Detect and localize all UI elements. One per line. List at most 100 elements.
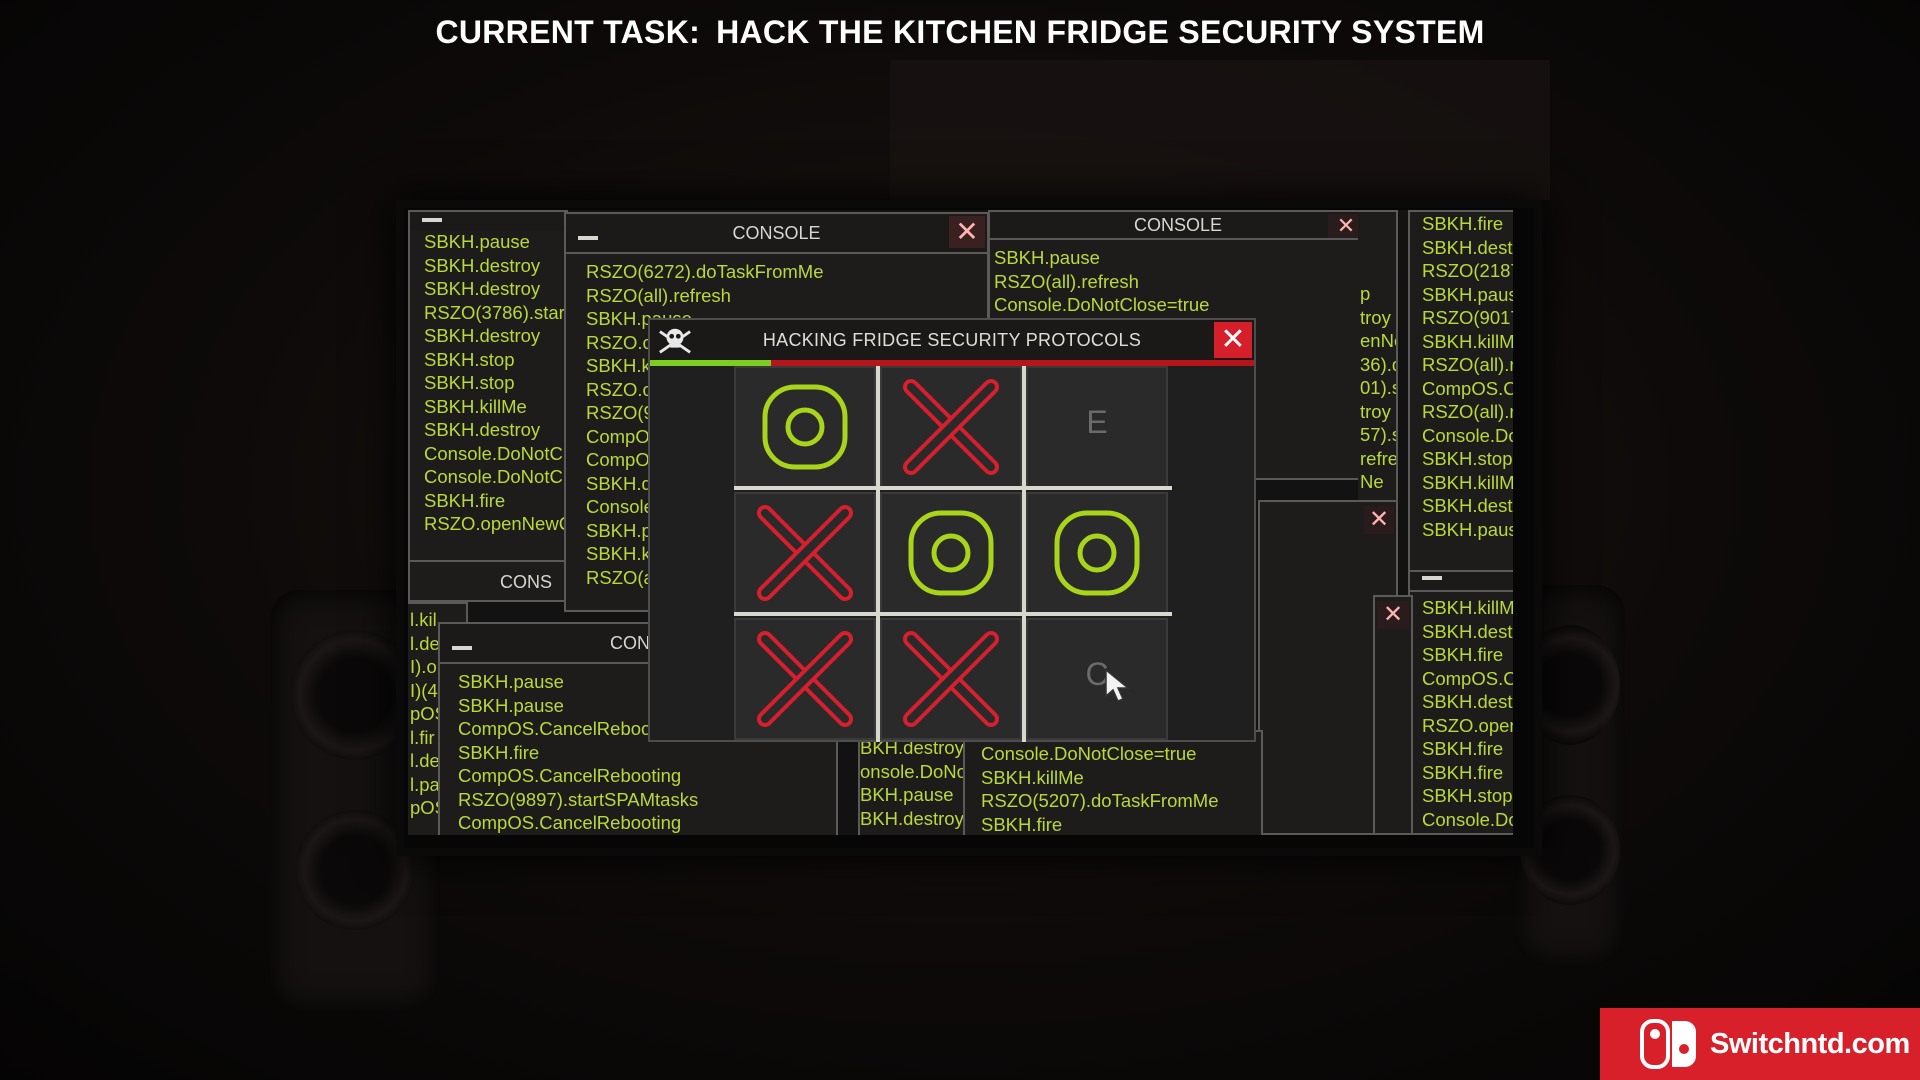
console-window-far-right[interactable]: SBKH.fireSBKH.destroyRSZO(2187)SBKH.paus… [1408,210,1513,580]
console-titlebar [410,212,566,230]
cell-letter: E [1086,404,1108,440]
site-watermark: Switchntd.com [1600,1008,1920,1080]
watermark-text: Switchntd.com [1710,1028,1910,1060]
console-line: CompOS.CancelRebooting [458,718,682,739]
console-line: SBKH.pause [1422,283,1513,305]
console-line: RSZO(6272).doTaskFromMe [586,261,824,282]
current-task-banner: CURRENT TASK:HACK THE KITCHEN FRIDGE SEC… [0,14,1920,51]
console-line: SBKH.pause [994,247,1100,268]
board-cell-r0c2[interactable]: E [1026,366,1168,488]
switch-logo-icon [1640,1019,1696,1069]
console-line: Console.DoNotClose [424,442,567,464]
console-window-far-right-lower[interactable]: SBKH.killMeSBKH.destroySBKH.fireCompOS.C… [1408,570,1513,835]
console-line: RSZO(all).refresh [994,270,1139,292]
console-line: SBKH.stop [424,348,515,370]
console-line: SBKH.fire [1422,644,1504,665]
console-titlebar: CONSOLE ✕ [566,214,987,254]
board-cell-r0c0[interactable] [734,366,876,488]
x-mark-icon [903,379,999,475]
console-line: BKH.pause [860,784,954,805]
x-mark-icon [757,631,853,727]
close-button[interactable]: ✕ [1377,601,1409,629]
console-line: Ne [1360,471,1384,492]
board-cell-r0c1[interactable] [880,366,1022,488]
console-line: SBKH.destroy [1422,236,1513,258]
x-mark-icon [903,631,999,727]
board-cell-r2c2[interactable]: C [1026,618,1168,740]
hacking-titlebar: HACKING FRIDGE SECURITY PROTOCOLS ✕ [650,320,1254,360]
board-cell-r1c1[interactable] [880,492,1022,614]
console-line: SBKH.destroy [1422,620,1513,642]
board-cell-r2c1[interactable] [880,618,1022,740]
console-line: RSZO(9 [586,402,654,423]
console-line: SBKH.stop [424,372,515,393]
cell-letter: C [1085,656,1109,692]
console-line: l.de [410,750,440,771]
speaker-cone [295,810,415,930]
console-line: RSZO.openNewC [424,513,568,534]
console-line: CompOS.C [1422,667,1513,689]
console-line: CompOS.CancelRebooting [458,812,682,833]
board-grid-line [1022,366,1026,742]
console-line: Console.Do [1422,808,1513,830]
board-cell-r1c0[interactable] [734,492,876,614]
minimize-button[interactable] [1422,576,1442,580]
skull-crossbones-icon [659,328,691,354]
console-log: SBKH.fireSBKH.destroyRSZO(2187)SBKH.paus… [1410,212,1513,541]
console-line: RSZO(5207).doTaskFromMe [981,790,1219,811]
console-line: SBKH.killMe [1422,471,1513,493]
o-mark-icon [1054,510,1140,596]
console-line: 36).d [1360,353,1398,375]
console-line: SBKH.destroy [424,325,541,346]
console-line: RSZO(a [586,566,654,588]
console-line: l.de [410,632,440,654]
console-line: l.pa [410,773,440,795]
close-button[interactable]: ✕ [1214,322,1252,358]
console-line: RSZO.openNew [1422,714,1513,736]
board-cell-r1c2[interactable] [1026,492,1168,614]
console-line: pOS [410,703,448,724]
console-line: RSZO(9897).startSPAMtasks [458,788,699,810]
o-mark-icon [762,384,848,470]
console-line: enNe [1360,330,1396,351]
console-line: SBKH.killMe [424,395,527,417]
hack-progress-fill [650,360,771,366]
console-line: RSZO(2187) [1422,260,1513,281]
console-line: Console.DoNotClose [424,466,567,487]
minimize-button[interactable] [422,218,442,222]
o-mark-icon [908,510,994,596]
console-line: RSZO(9017) [1422,307,1513,328]
x-mark-icon [757,505,853,601]
console-line: CompOS [586,449,663,470]
console-titlebar [1410,572,1513,592]
console-line: RSZO(all).refresh [1422,354,1513,375]
console-window-hidden-right-2[interactable]: ✕ [1373,595,1413,835]
console-line: troy [1360,400,1391,422]
console-window-left-footer: CONS [408,560,568,602]
console-line: CompOS [586,425,663,447]
console-line: SBKH.fire [1422,213,1504,234]
minimize-button[interactable] [578,236,598,240]
close-button[interactable]: ✕ [1364,506,1394,534]
console-line: BKH.destroy [860,807,964,829]
task-text: HACK THE KITCHEN FRIDGE SECURITY SYSTEM [716,14,1485,50]
console-line: Console.DoNotClose=true [981,743,1197,764]
wall-panel [890,60,1550,200]
console-line: I)(4 [410,679,438,701]
console-line: SBKH.k [586,543,651,564]
console-line: RSZO(3786).startS [424,301,568,323]
console-line: SBKH.pause [1422,518,1513,540]
console-line: l.fir [410,726,435,748]
board-cell-r2c0[interactable] [734,618,876,740]
console-window-bottom-mid[interactable]: BKH.destroyonsole.DoNotCloseBKH.pauseBKH… [858,730,968,835]
minimize-button[interactable] [452,646,472,650]
console-line: SBKH.killMe [981,766,1084,788]
close-button[interactable]: ✕ [949,216,985,248]
console-title: CONS [500,572,553,592]
